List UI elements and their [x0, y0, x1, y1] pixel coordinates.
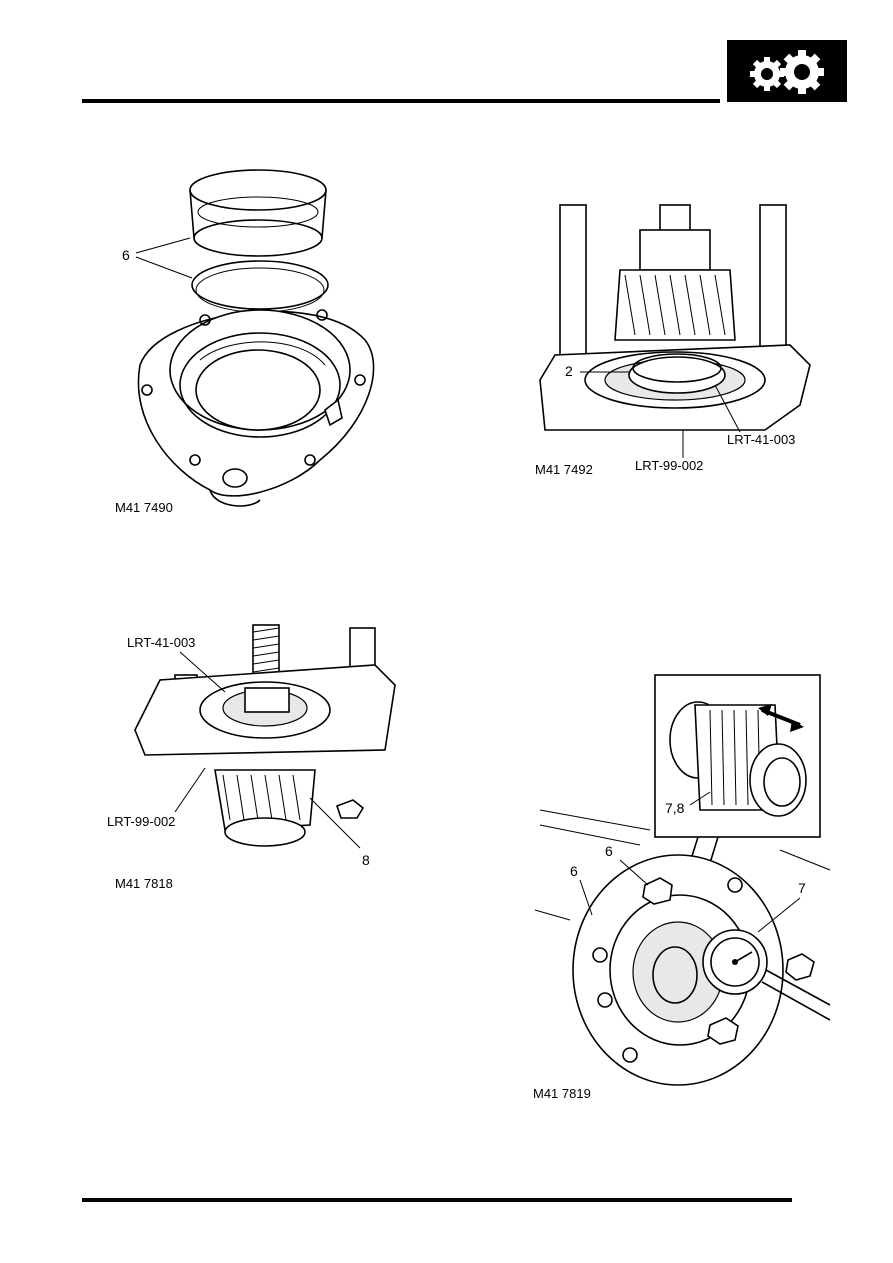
figure-m41-7818: LRT-41-003 LRT-99-002 8 M41 7818 — [105, 620, 405, 900]
callout-lrt-99-002: LRT-99-002 — [107, 814, 175, 829]
callout-2: 2 — [565, 363, 573, 379]
callout-6-upper: 6 — [605, 843, 613, 859]
callout-8: 8 — [362, 852, 370, 868]
figure-code: M41 7492 — [535, 462, 593, 477]
callout-lrt-99-002: LRT-99-002 — [635, 458, 703, 473]
callout-lrt-41-003: LRT-41-003 — [127, 635, 195, 650]
callout-7-8: 7,8 — [665, 800, 685, 816]
callout-6: 6 — [122, 247, 130, 263]
gears-icon — [750, 50, 824, 94]
figure-m41-7492: 2 LRT-41-003 LRT-99-002 M41 7492 — [535, 200, 825, 490]
header-rule — [82, 99, 720, 103]
figure-m41-7819: 7,8 6 6 7 M41 7819 — [530, 670, 831, 1110]
callout-7: 7 — [798, 880, 806, 896]
footer-rule — [82, 1198, 792, 1202]
figure-code: M41 7819 — [533, 1086, 591, 1101]
section-badge — [727, 40, 847, 102]
figure-code: M41 7818 — [115, 876, 173, 891]
callout-6-lower: 6 — [570, 863, 578, 879]
figure-code: M41 7490 — [115, 500, 173, 515]
figure-m41-7490: 6 M41 7490 — [100, 160, 400, 520]
callout-lrt-41-003: LRT-41-003 — [727, 432, 795, 447]
